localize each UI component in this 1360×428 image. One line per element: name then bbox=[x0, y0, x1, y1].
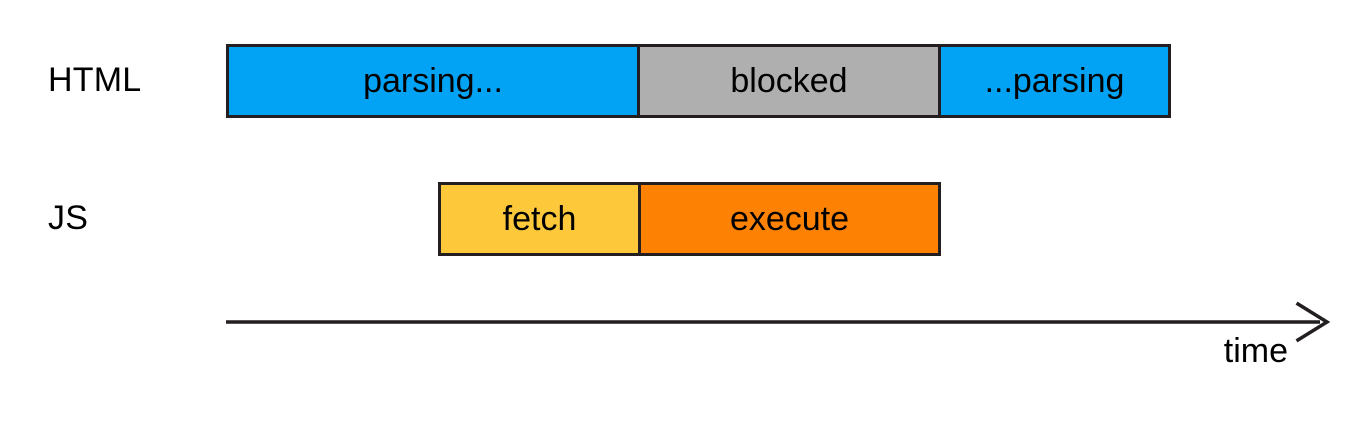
time-axis bbox=[220, 296, 1340, 350]
html-parsing-before-label: parsing... bbox=[363, 62, 503, 100]
time-axis-arrow-icon bbox=[226, 301, 1331, 343]
js-fetch-label: fetch bbox=[502, 200, 577, 238]
js-fetch-segment: fetch bbox=[438, 182, 641, 256]
js-execute-label: execute bbox=[729, 200, 850, 238]
html-track: parsing... blocked ...parsing bbox=[226, 44, 1171, 118]
row-label-js: JS bbox=[48, 199, 89, 237]
html-parsing-after-segment: ...parsing bbox=[938, 44, 1171, 118]
time-axis-label: time bbox=[1223, 332, 1288, 370]
row-label-html: HTML bbox=[48, 61, 142, 99]
js-execute-segment: execute bbox=[638, 182, 941, 256]
html-blocked-segment: blocked bbox=[637, 44, 941, 118]
js-track: fetch execute bbox=[438, 182, 941, 256]
html-parsing-after-label: ...parsing bbox=[984, 62, 1125, 100]
html-blocked-label: blocked bbox=[730, 62, 848, 100]
html-parsing-before-segment: parsing... bbox=[226, 44, 640, 118]
